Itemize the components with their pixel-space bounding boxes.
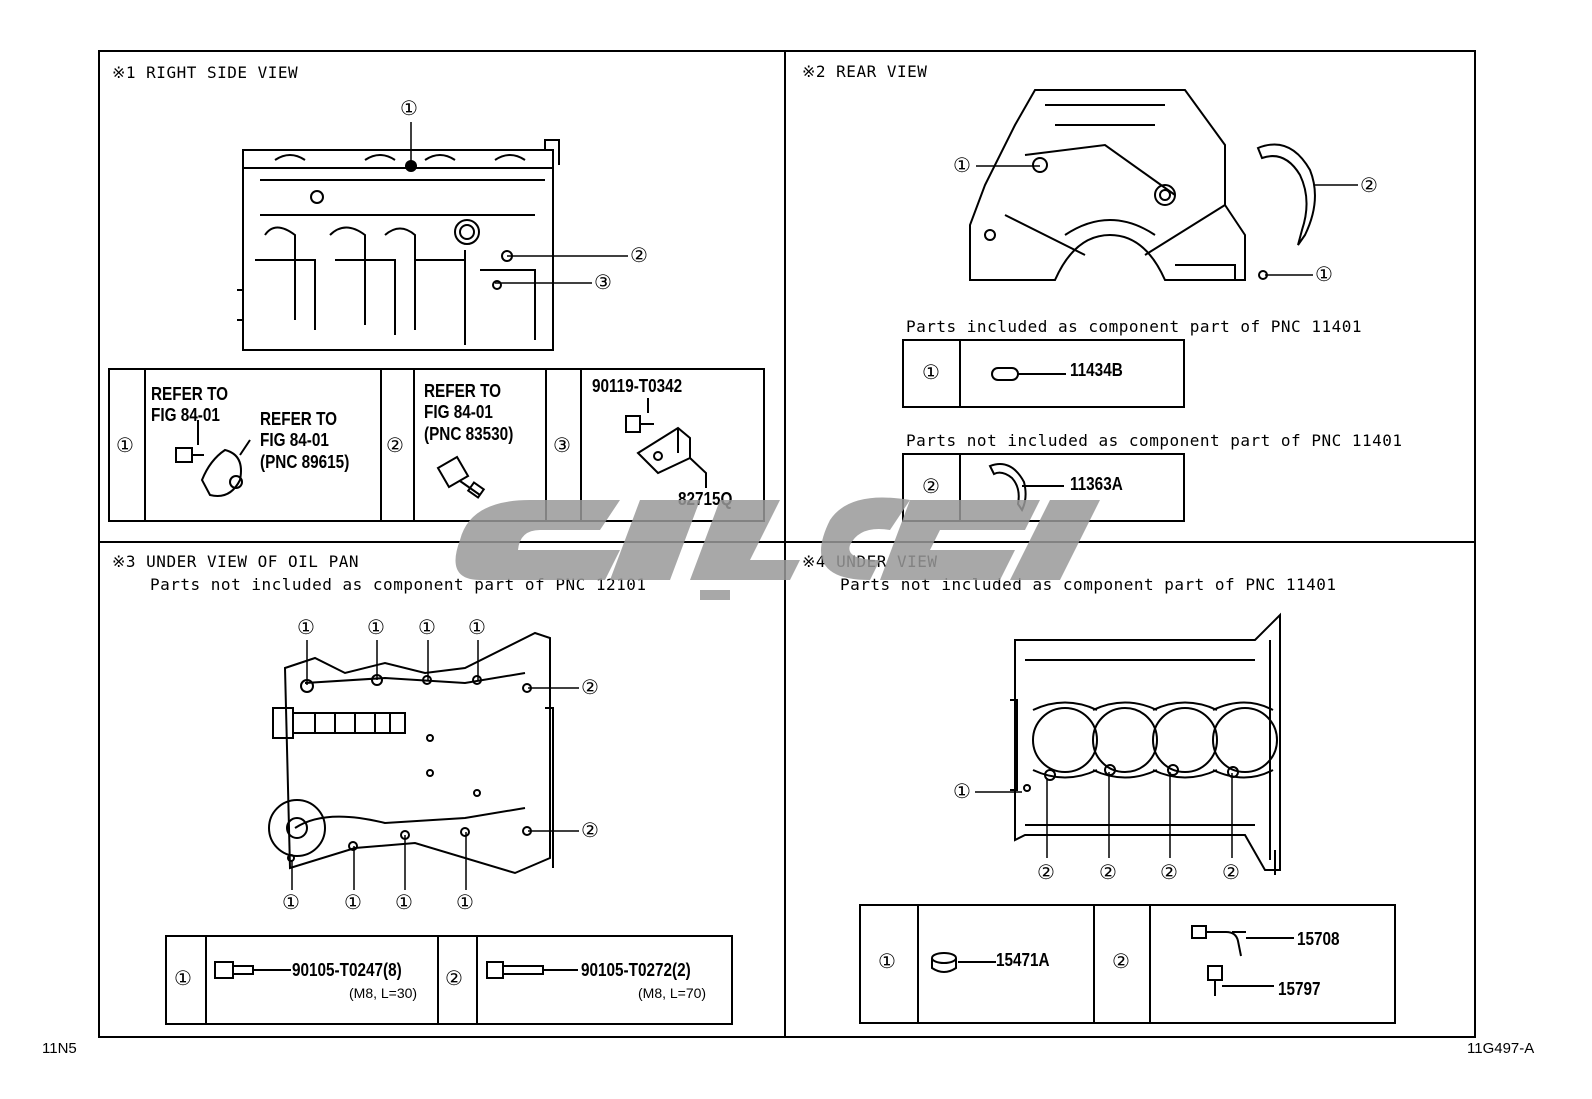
oil-pressure-switch-icon [436,455,486,499]
divider-horizontal [98,541,1474,543]
panel1-c2-text3: (PNC 83530) [424,424,514,444]
footer-right-code: 11G497-A [1467,1040,1535,1057]
panel1-c1-text4: FIG 84-01 [260,430,329,450]
panel3-ref-top-3: ① [418,615,436,639]
panel1-parts-table [108,368,765,522]
panel3-spec2: (M8, L=70) [638,985,707,1001]
panel2-table1 [902,339,1185,408]
diagram-frame [98,50,1476,1038]
panel4-part1: 15471A [996,950,1050,970]
panel1-ref-3: ③ [594,270,612,294]
panel3-ref-right-2: ② [581,818,599,842]
panel1-c1-text3: REFER TO [260,409,338,429]
panel1-ref-1: ① [400,96,418,120]
panel4-ref-bottom-4: ② [1222,860,1240,884]
panel3-ref-top-2: ① [367,615,385,639]
knock-sensor-bolt-icon [175,420,251,497]
panel1-c1-text2: FIG 84-01 [151,405,220,425]
engine-block-rear-drawing [969,89,1268,281]
panel4-parts-table [859,904,1396,1024]
panel3-ref-bottom-1: ① [282,890,300,914]
panel3-ref-top-1: ① [297,615,315,639]
panel4-ref-bottom-2: ② [1099,860,1117,884]
panel1-table-idx3: ③ [553,433,571,457]
footer-left-code: 11N5 [42,1040,77,1057]
divider-vertical [784,50,786,1036]
panel2-title: ※2 REAR VIEW [802,62,928,81]
engine-block-under-view-drawing [1010,612,1281,875]
watermark-logo [455,497,1100,600]
panel1-c2-text2: FIG 84-01 [424,402,493,422]
panel1-ref-2: ② [630,243,648,267]
engine-block-right-side-drawing [237,139,560,351]
panel4-table-idx2: ② [1112,949,1130,973]
panel1-table-idx2: ② [386,433,404,457]
panel1-title: ※1 RIGHT SIDE VIEW [112,63,299,82]
panel3-table-idx2: ② [445,966,463,990]
panel2-note1: Parts included as component part of PNC … [906,317,1362,336]
panel3-spec1: (M8, L=30) [349,985,418,1001]
panel4-ref-bottom-3: ② [1160,860,1178,884]
panel4-part2a: 15708 [1297,929,1340,949]
panel2-ref-3: ① [1315,262,1333,286]
panel2-ref-1: ① [953,153,971,177]
panel3-parts-table [165,935,733,1025]
panel3-table-idx1: ① [174,966,192,990]
panel1-table-idx1: ① [116,433,134,457]
panel2-row1-idx: ① [922,360,940,384]
panel4-ref-bottom-1: ② [1037,860,1055,884]
panel3-ref-right-1: ② [581,675,599,699]
panel3-part1: 90105-T0247(8) [292,960,402,980]
panel1-c1-text5: (PNC 89615) [260,452,350,472]
panel2-ref-2: ② [1360,173,1378,197]
dowel-pin-icon [991,367,1066,381]
oil-jet-nut-icon [931,952,996,973]
bracket-bolt-icon [625,398,707,488]
panel2-note2: Parts not included as component part of … [906,431,1403,450]
oil-pan-under-view-drawing [268,631,554,875]
panel3-part2: 90105-T0272(2) [581,960,691,980]
bolt-long-icon [486,961,578,979]
panel3-ref-top-4: ① [468,615,486,639]
panel4-part2b: 15797 [1278,979,1321,999]
panel4-ref-left: ① [953,779,971,803]
panel1-c1-text1: REFER TO [151,384,229,404]
bolt-short-icon [214,961,291,979]
panel3-title: ※3 UNDER VIEW OF OIL PAN [112,552,359,571]
panel2-row2-part: 11363A [1070,474,1123,494]
oil-nozzle-icon [1191,925,1294,996]
panel3-ref-bottom-4: ① [456,890,474,914]
panel1-c3-part: 90119-T0342 [592,376,683,396]
panel1-c2-text1: REFER TO [424,381,502,401]
panel3-ref-bottom-2: ① [344,890,362,914]
panel4-table-idx1: ① [878,949,896,973]
rear-oil-seal-retainer-drawing [1256,143,1316,246]
panel2-row2-idx: ② [922,474,940,498]
panel2-row1-part: 11434B [1070,360,1123,380]
panel3-ref-bottom-3: ① [395,890,413,914]
